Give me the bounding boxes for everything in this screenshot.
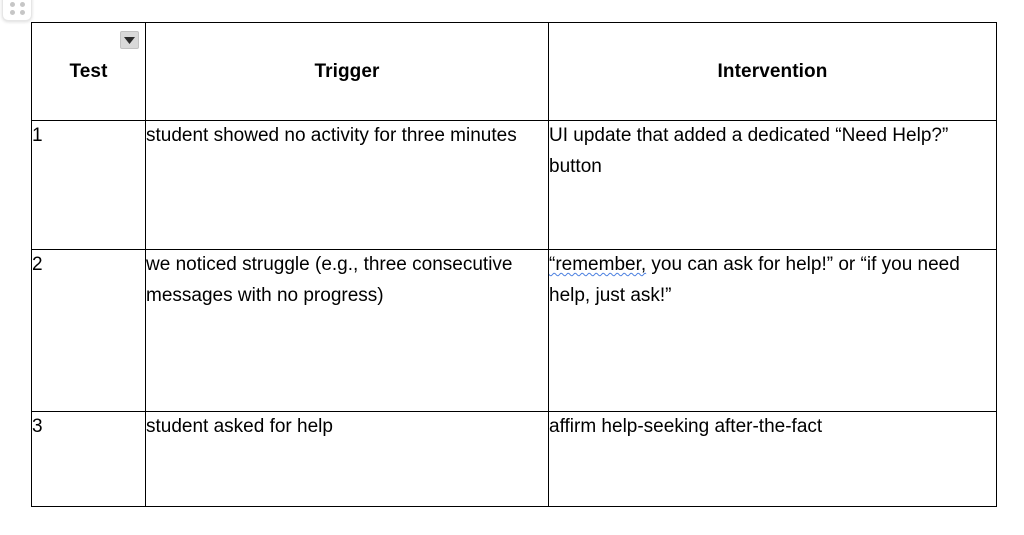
drag-dot [19,2,25,7]
column-header-intervention: Intervention [548,22,997,121]
cell-trigger-1[interactable]: student showed no activity for three min… [145,120,549,250]
cell-intervention-3[interactable]: affirm help-seeking after-the-fact [548,411,997,507]
table-container: Test Trigger Intervention 1 student show… [31,22,997,507]
drag-dot [19,10,25,15]
column-options-dropdown-icon[interactable] [120,31,139,49]
cell-test-3[interactable]: 3 [31,411,146,507]
cell-test-1[interactable]: 1 [31,120,146,250]
cell-test-1-value: 1 [32,125,43,146]
cell-intervention-1[interactable]: UI update that added a dedicated “Need H… [548,120,997,250]
cell-test-2-value: 2 [32,254,43,275]
cell-test-3-value: 3 [32,416,43,437]
cell-trigger-3[interactable]: student asked for help [145,411,549,507]
column-header-trigger: Trigger [145,22,549,121]
table-row: 3 student asked for help affirm help-see… [31,411,997,507]
column-header-test-label: Test [69,60,108,82]
data-table: Test Trigger Intervention 1 student show… [31,22,997,507]
intervention-text-pre: UI update that added a dedicated “Need H… [549,125,954,177]
drag-handle-dots-icon [9,0,25,15]
intervention-text-post: you can ask for help!” or “if you need h… [549,254,966,306]
cell-trigger-1-value: student showed no activity for three min… [146,125,517,146]
drag-dot [9,2,15,7]
column-header-trigger-label: Trigger [314,60,380,82]
table-row: 1 student showed no activity for three m… [31,120,997,250]
column-header-test: Test [31,22,146,121]
cell-intervention-2[interactable]: “remember, you can ask for help!” or “if… [548,249,997,412]
spellcheck-flagged-word: “remember, [549,254,647,275]
table-drag-handle[interactable] [2,0,32,21]
table-header-row: Test Trigger Intervention [31,22,997,121]
intervention-text-pre: affirm help-seeking after-the-fact [549,416,823,437]
cell-intervention-1-value: UI update that added a dedicated “Need H… [549,121,996,183]
cell-trigger-2-value: we noticed struggle (e.g., three consecu… [146,254,518,306]
table-header: Test Trigger Intervention [31,22,997,121]
cell-intervention-2-value: “remember, you can ask for help!” or “if… [549,250,996,312]
table-row: 2 we noticed struggle (e.g., three conse… [31,249,997,412]
cell-intervention-3-value: affirm help-seeking after-the-fact [549,412,996,443]
cell-test-2[interactable]: 2 [31,249,146,412]
cell-trigger-2[interactable]: we noticed struggle (e.g., three consecu… [145,249,549,412]
cell-trigger-3-value: student asked for help [146,416,333,437]
drag-dot [9,10,15,15]
table-body: 1 student showed no activity for three m… [31,120,997,507]
column-header-intervention-label: Intervention [717,60,828,82]
